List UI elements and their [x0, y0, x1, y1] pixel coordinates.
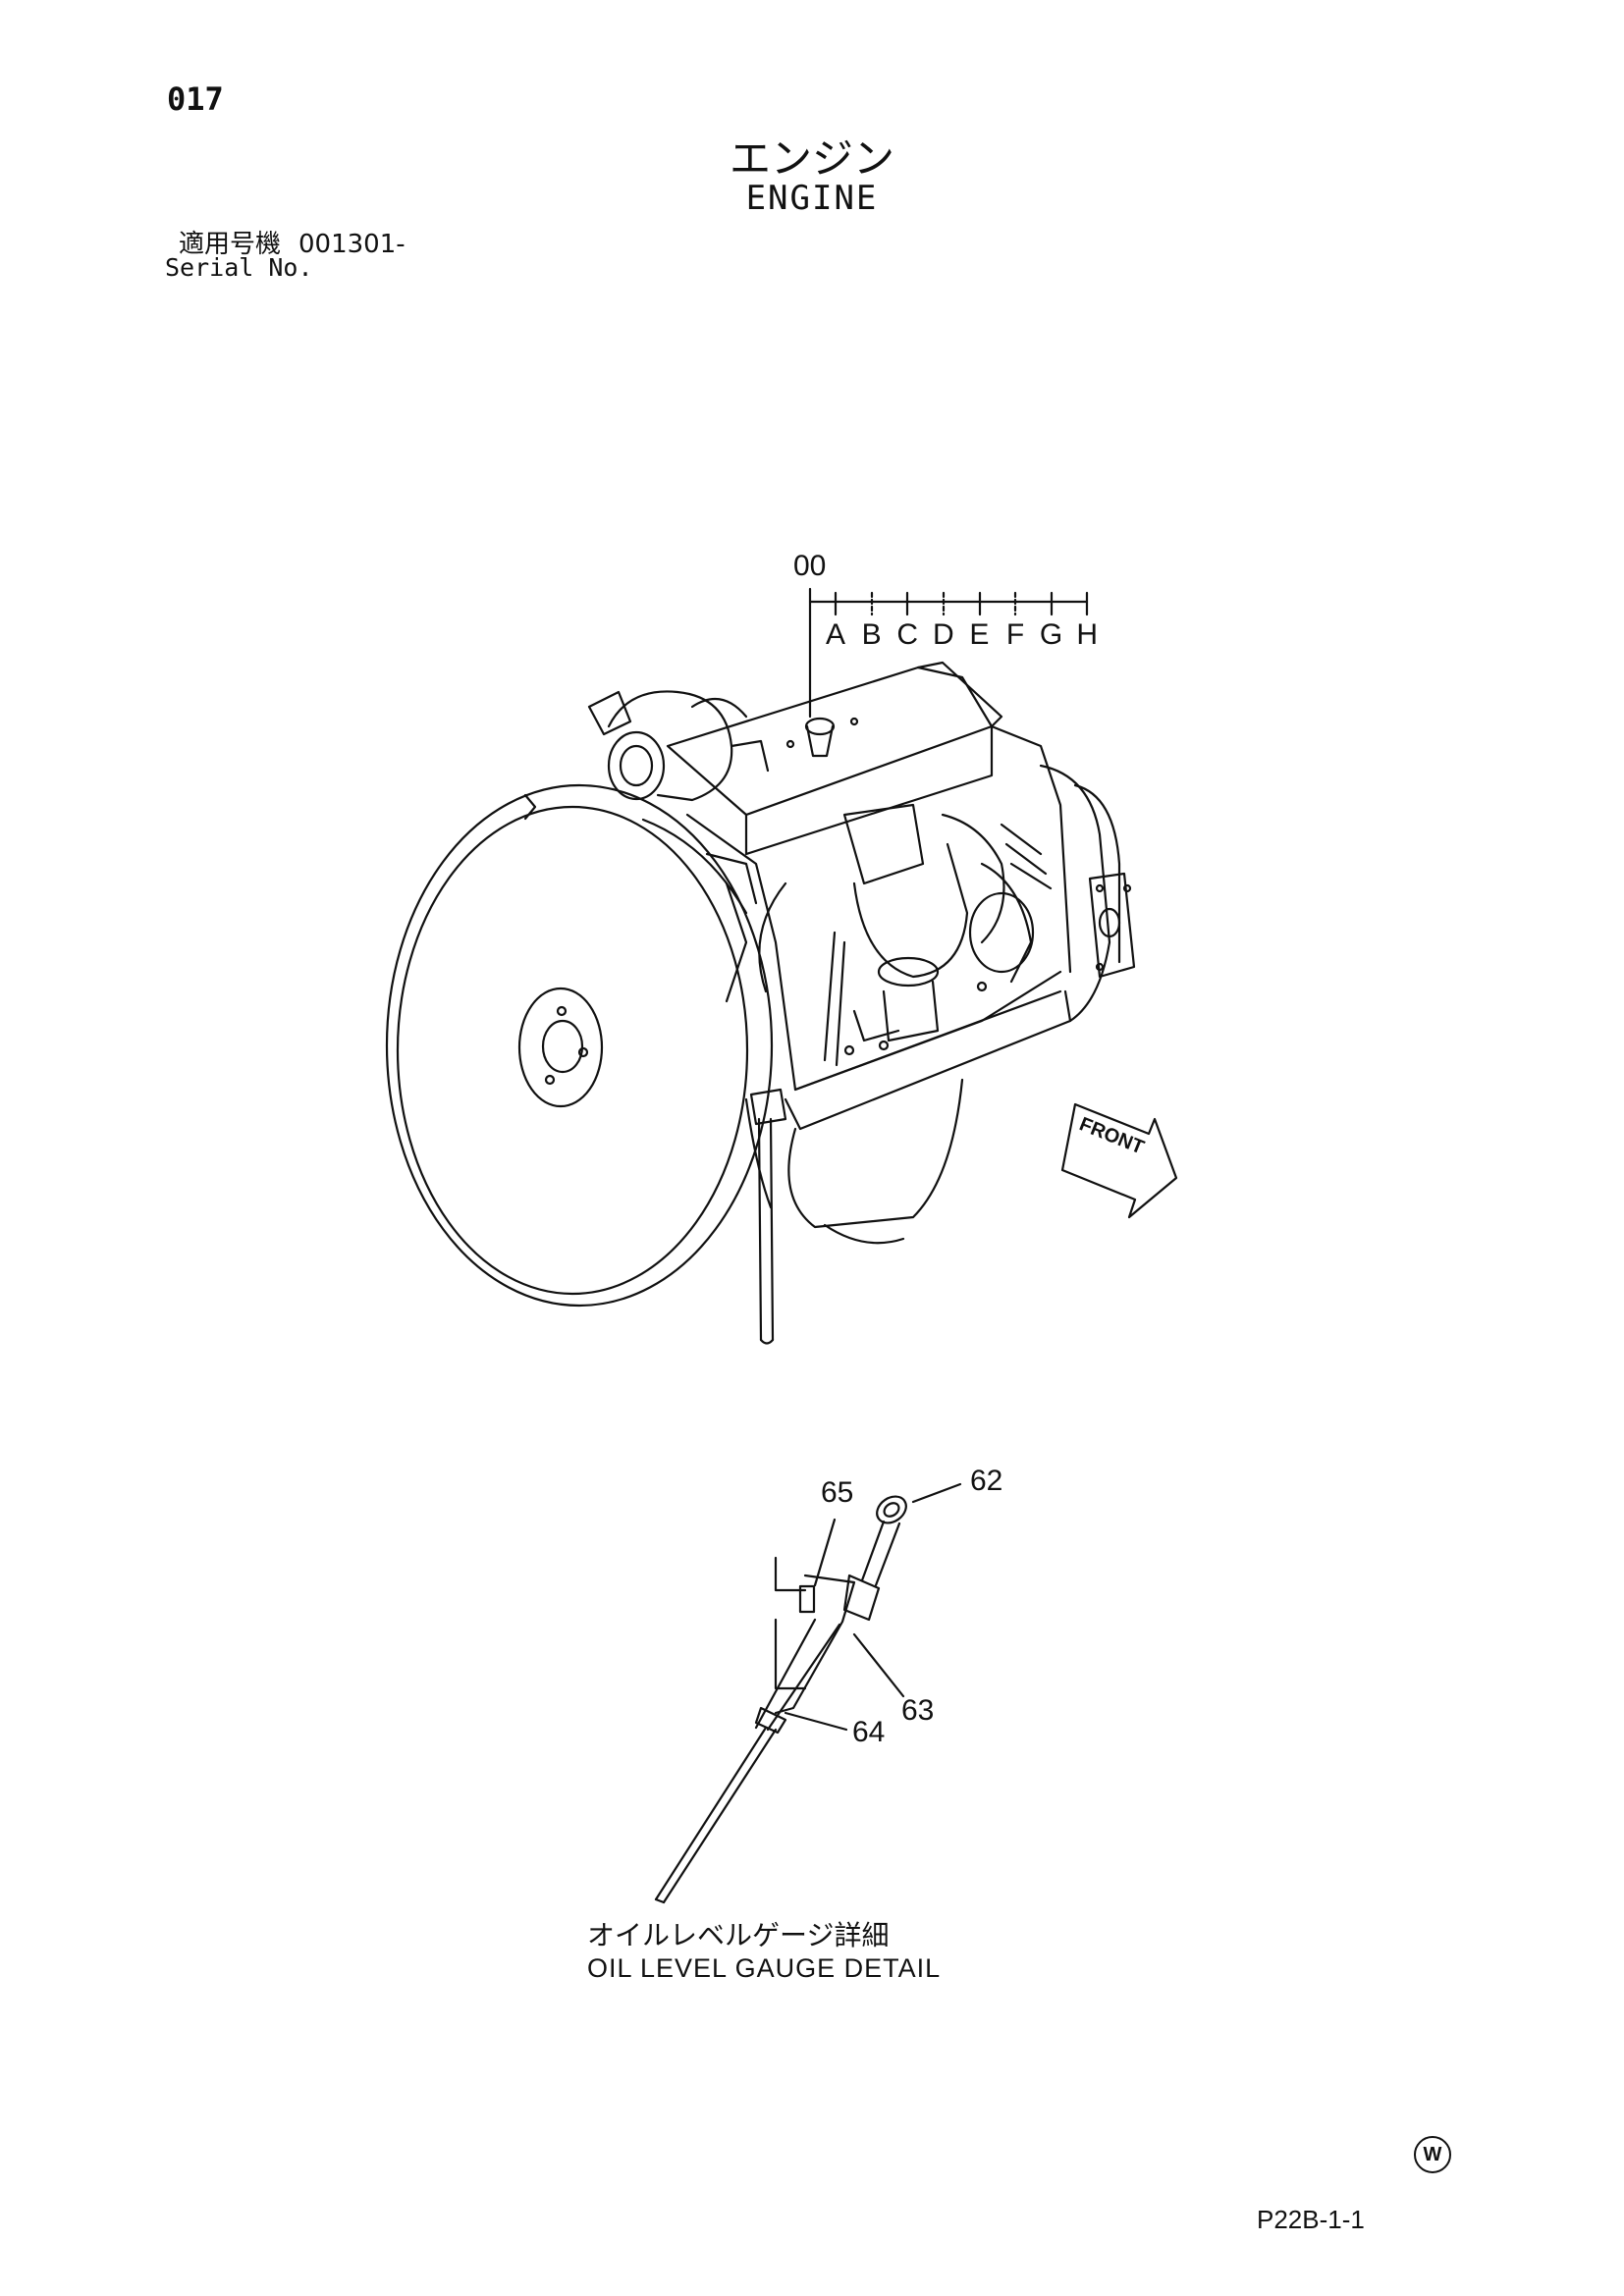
callout-leaders: [784, 1482, 962, 1732]
assembly-bracket: [808, 587, 1089, 719]
detail-caption-jp: オイルレベルゲージ詳細: [587, 1919, 890, 1951]
page-title-en: ENGINE: [745, 179, 879, 218]
rear-housing: [1039, 764, 1136, 1023]
serial-label-jp: 適用号機: [179, 230, 282, 259]
cylinder-head-cover: [666, 661, 1003, 856]
drawing-code: P22B-1-1: [1257, 2205, 1365, 2234]
page-number: 017: [167, 80, 224, 118]
sub-letter-h: H: [1076, 618, 1098, 651]
page-title-jp: エンジン: [729, 134, 894, 183]
sub-letter-b: B: [862, 618, 882, 651]
serial-label-en: Serial No.: [165, 253, 313, 282]
callout-62: 62: [970, 1465, 1002, 1497]
turbocharger: [587, 690, 770, 802]
sub-letter-c: C: [896, 618, 918, 651]
dipstick-tube: [749, 1088, 787, 1345]
sub-letter-e: E: [969, 618, 989, 651]
serial-value: 001301-: [298, 230, 406, 259]
sub-letter-d: D: [933, 618, 954, 651]
engine-block: [685, 724, 1072, 1245]
w-mark-badge: W: [1414, 2136, 1451, 2173]
assembly-label: 00: [793, 550, 826, 582]
callout-63: 63: [901, 1694, 934, 1727]
front-label: FRONT: [1076, 1113, 1147, 1158]
oil-level-gauge-detail: [654, 1495, 907, 1904]
flywheel-housing: [385, 783, 774, 1308]
callout-65: 65: [821, 1476, 853, 1509]
sub-letter-g: G: [1040, 618, 1062, 651]
callout-64: 64: [852, 1716, 885, 1748]
detail-caption-en: OIL LEVEL GAUGE DETAIL: [587, 1953, 942, 1983]
serial-line-jp: 適用号機 001301-: [179, 224, 423, 260]
front-arrow: [1060, 1102, 1178, 1219]
sub-letter-f: F: [1006, 618, 1024, 651]
sub-letter-a: A: [826, 618, 845, 651]
